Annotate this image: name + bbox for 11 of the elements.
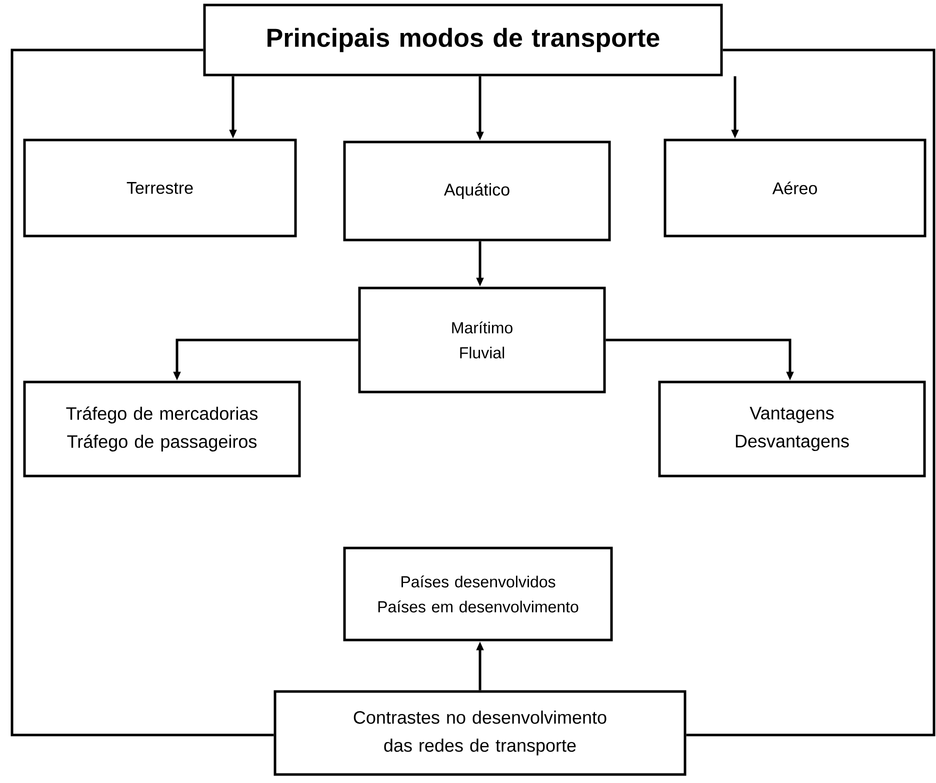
connector-line xyxy=(10,48,274,736)
connector-line xyxy=(686,48,936,736)
topic-box: Terrestre xyxy=(23,138,297,238)
topic-box: Vantagens Desvantagens xyxy=(658,380,926,478)
topic-box: Contrastes no desenvolvimento das redes de transporte xyxy=(274,690,686,776)
topic-box: Aquático xyxy=(343,140,611,242)
title-box: Principais modos de transporte xyxy=(203,4,723,76)
topic-box: Aéreo xyxy=(664,138,926,238)
topic-box: Tráfego de mercadorias Tráfego de passageiros xyxy=(23,380,301,478)
topic-box: Marítimo Fluvial xyxy=(358,286,606,394)
topic-box: Países desenvolvidos Países em desenvolvimento xyxy=(343,546,613,642)
